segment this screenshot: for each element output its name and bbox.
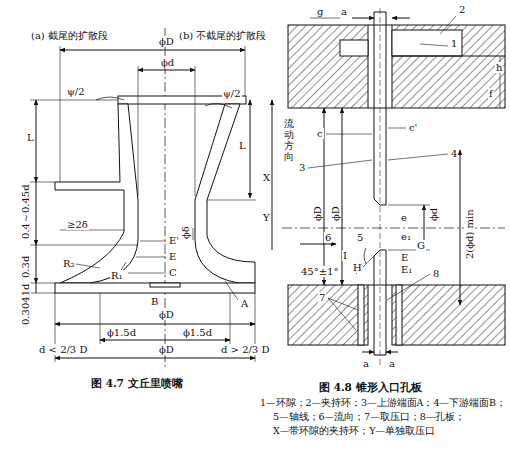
dimension-label: ϕD [158, 309, 175, 320]
dimension-label: ϕD [312, 205, 323, 222]
callout-number: 2 [458, 4, 466, 15]
callout-number: 1 [450, 38, 458, 49]
point-label: E₁ [400, 264, 413, 275]
legend-note: X—带环隙的夹持环；Y—单独取压口 [272, 426, 436, 436]
angle-label: ψ/2 [222, 88, 242, 99]
callout-number: 6 [324, 232, 332, 243]
condition-note: d < 2/3 D [38, 344, 88, 355]
dimension-label: e₁ [400, 231, 412, 242]
dimension-label: ϕ1.5d [106, 327, 137, 338]
dimension-label: 2(ϕd) min [464, 208, 475, 260]
dimension-label: c' [408, 122, 418, 133]
dimension-label: ϕD [158, 36, 175, 47]
legend-note: 5—轴线；6—流向；7—取压口；8—孔板； [272, 412, 466, 422]
dimension-label: ≥2δ [66, 219, 89, 230]
callout-letter: B [150, 296, 159, 307]
dimension-label: 0.4～0.45d [20, 183, 31, 240]
dimension-label: e [400, 212, 408, 223]
figure-caption: 图 4.7 文丘里喷嘴 [90, 378, 184, 390]
dimension-label: ϕD [330, 205, 341, 222]
dimension-label: 0.3041d [20, 283, 31, 326]
figure-caption: 图 4.8 锥形入口孔板 [318, 382, 423, 394]
radius-label: R₂ [62, 258, 76, 269]
dimension-label: L [26, 132, 35, 143]
callout-number: 7 [318, 292, 326, 303]
dimension-label: ϕδ [180, 225, 191, 240]
angle-label: ψ/2 [66, 86, 86, 97]
dimension-label: a [340, 6, 348, 17]
callout-number: 8 [432, 268, 440, 279]
dimension-label: ϕ1.5d [182, 327, 213, 338]
callout-letter: A [240, 298, 249, 309]
point-label: E [400, 252, 409, 263]
point-label: C [168, 267, 178, 278]
callout-letter: X [262, 172, 271, 183]
point-label: I [342, 250, 348, 261]
dimension-label: g [316, 6, 324, 17]
dimension-label: f [488, 88, 494, 99]
dimension-label: a [362, 358, 370, 369]
dimension-label: 0.3d [20, 255, 31, 279]
radius-label: R₁ [110, 270, 124, 281]
dimension-label: L [238, 140, 247, 151]
point-label: G [416, 240, 426, 251]
drawing-note: (b) 不截尾的扩散段 [178, 30, 267, 41]
legend-note: 1—环隙；2—夹持环；3—上游端面A；4—下游端面B； [259, 398, 507, 408]
drawing-note: (a) 截尾的扩散段 [30, 30, 109, 41]
dimension-label: h [495, 62, 503, 73]
flow-direction-label: 流动方向 [283, 118, 295, 162]
point-label: E' [168, 235, 180, 246]
dimension-label: a [388, 358, 396, 369]
dimension-label: ϕD [158, 344, 175, 355]
callout-number: 5 [356, 232, 364, 243]
dimension-label: ϕd [428, 207, 439, 222]
callout-number: 4 [450, 148, 458, 159]
point-label: H [352, 262, 363, 273]
angle-label: 45°±1° [300, 266, 339, 277]
dimension-label: ϕd [160, 57, 175, 68]
condition-note: d > 2/3 D [220, 344, 270, 355]
point-label: E [168, 251, 177, 262]
callout-number: 3 [298, 162, 306, 173]
dimension-label: c [316, 128, 324, 139]
callout-letter: Y [262, 212, 271, 223]
